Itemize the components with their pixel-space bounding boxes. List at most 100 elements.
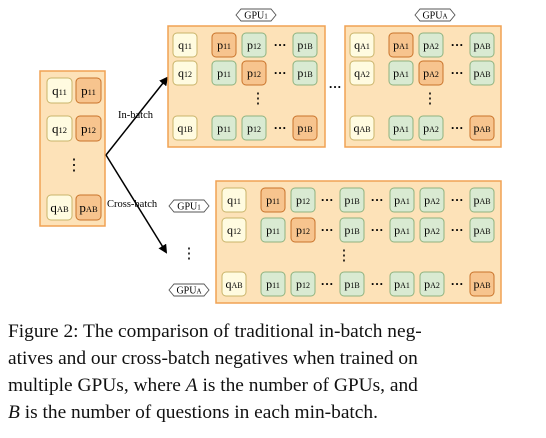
svg-text:pAB: pAB [473, 277, 490, 291]
svg-text:GPU1: GPU1 [244, 11, 268, 22]
query-label-qAB: qAB [50, 200, 69, 215]
svg-text:GPU1: GPU1 [177, 202, 201, 213]
gpuA-row-last: qAB pA1 pA2 ··· pAB [349, 115, 495, 141]
gpuA-vertical-dots: ⋮ [423, 91, 438, 107]
cross-batch-label: Cross-batch [107, 199, 158, 210]
between-gpu-dots: ··· [328, 79, 341, 94]
svg-text:···: ··· [450, 276, 463, 291]
caption-line-3: multiple GPUs, where A is the number of … [8, 375, 418, 396]
svg-text:pA1: pA1 [393, 38, 409, 52]
svg-text:···: ··· [320, 222, 333, 237]
svg-text:p11: p11 [217, 121, 231, 135]
svg-text:p12: p12 [296, 223, 310, 237]
caption-line-1: Figure 2: The comparison of traditional … [8, 321, 422, 342]
svg-text:···: ··· [450, 192, 463, 207]
query-label-q12: q12 [52, 121, 67, 136]
svg-text:p12: p12 [247, 66, 261, 80]
batch-row-2: q12 p12 [46, 115, 102, 142]
svg-text:pAB: pAB [473, 121, 490, 135]
positive-cell-p12 [75, 115, 102, 142]
svg-text:p12: p12 [296, 277, 310, 291]
svg-text:p11: p11 [217, 66, 231, 80]
svg-text:p12: p12 [247, 121, 261, 135]
gpu1-tag: GPU1 [235, 8, 277, 22]
gpu1-vertical-dots: ⋮ [251, 91, 266, 107]
svg-text:pA2: pA2 [424, 277, 440, 291]
svg-text:···: ··· [320, 276, 333, 291]
batch-row-1: q11 p11 [46, 77, 102, 104]
positive-cell-pAB [75, 194, 102, 221]
svg-text:pA1: pA1 [393, 66, 409, 80]
svg-text:pA2: pA2 [424, 223, 440, 237]
svg-text:q1B: q1B [177, 121, 192, 135]
svg-text:pA1: pA1 [394, 277, 410, 291]
svg-text:···: ··· [273, 37, 286, 52]
gpu1-row-last: q1B p11 p12 ··· p1B [172, 115, 318, 141]
svg-text:p1B: p1B [297, 38, 312, 52]
in-batch-arrow [105, 76, 169, 156]
svg-text:p11: p11 [266, 223, 280, 237]
svg-text:···: ··· [450, 37, 463, 52]
positive-label-p11: p11 [81, 83, 96, 98]
svg-text:pA2: pA2 [424, 193, 440, 207]
svg-text:p12: p12 [247, 38, 261, 52]
svg-text:pA1: pA1 [394, 223, 410, 237]
cross-row-last: qAB p11 p12 ··· p1B ··· pA1 pA2 ··· pAB [221, 271, 495, 297]
caption-line-2: atives and our cross-batch negatives whe… [8, 348, 418, 369]
query-cell-qAB [46, 194, 73, 221]
vertical-dots: ⋮ [66, 157, 82, 174]
svg-text:p1B: p1B [297, 66, 312, 80]
svg-text:q11: q11 [227, 193, 241, 207]
positive-label-pAB: pAB [79, 200, 98, 215]
svg-text:···: ··· [370, 192, 383, 207]
svg-text:···: ··· [450, 222, 463, 237]
caption-line-4: B is the number of questions in each min… [8, 402, 378, 423]
gpuA-row-1: qA1 pA1 pA2 ··· pAB [349, 32, 495, 58]
svg-text:qAB: qAB [353, 121, 370, 135]
svg-text:···: ··· [273, 120, 286, 135]
gpu1-row-2: q12 p11 p12 ··· p1B [172, 60, 318, 86]
svg-text:GPUA: GPUA [176, 286, 201, 297]
query-label-q11: q11 [52, 83, 67, 98]
svg-text:q12: q12 [178, 66, 192, 80]
svg-text:pAB: pAB [473, 66, 490, 80]
svg-text:p11: p11 [217, 38, 231, 52]
svg-text:q11: q11 [178, 38, 192, 52]
figure-caption: Figure 2: The comparison of traditional … [8, 318, 540, 426]
query-cell-q12 [46, 115, 73, 142]
cross-vertical-dots: ⋮ [337, 248, 352, 264]
svg-text:qAB: qAB [225, 277, 242, 291]
svg-text:q12: q12 [227, 223, 241, 237]
svg-text:···: ··· [273, 65, 286, 80]
gpuA-tag: GPUA [414, 8, 456, 22]
svg-text:p1B: p1B [297, 121, 312, 135]
svg-text:···: ··· [450, 65, 463, 80]
svg-text:pA2: pA2 [423, 121, 439, 135]
svg-text:qA1: qA1 [354, 38, 370, 52]
cross-batch-arrow [105, 154, 168, 254]
positive-label-p12: p12 [81, 121, 96, 136]
cross-row-2: q12 p11 p12 ··· p1B ··· pA1 pA2 ··· pAB [221, 217, 495, 243]
cross-gpu-vertical-dots: ⋮ [182, 246, 197, 262]
batch-row-last: qAB pAB [46, 194, 102, 221]
svg-text:p1B: p1B [344, 277, 359, 291]
cross-row-1: q11 p11 p12 ··· p1B ··· pA1 pA2 ··· pAB [221, 187, 495, 213]
gpuA-row-2: qA2 pA1 pA2 ··· pAB [349, 60, 495, 86]
svg-text:···: ··· [370, 276, 383, 291]
svg-text:pA2: pA2 [423, 38, 439, 52]
svg-text:pA2: pA2 [423, 66, 439, 80]
svg-text:pAB: pAB [473, 193, 490, 207]
query-cell-q11 [46, 77, 73, 104]
svg-text:p11: p11 [266, 277, 280, 291]
svg-text:pA1: pA1 [393, 121, 409, 135]
svg-text:p11: p11 [266, 193, 280, 207]
svg-text:···: ··· [450, 120, 463, 135]
cross-gpuA-tag: GPUA [168, 283, 210, 297]
gpu1-row-1: q11 p11 p12 ··· p1B [172, 32, 318, 58]
svg-text:GPUA: GPUA [422, 11, 447, 22]
in-batch-label: In-batch [118, 110, 154, 121]
svg-text:pAB: pAB [473, 223, 490, 237]
comparison-diagram: q11 p11 q12 p12 ⋮ qAB pAB In-batch Cross… [39, 8, 502, 304]
svg-text:p12: p12 [296, 193, 310, 207]
svg-text:p1B: p1B [344, 223, 359, 237]
